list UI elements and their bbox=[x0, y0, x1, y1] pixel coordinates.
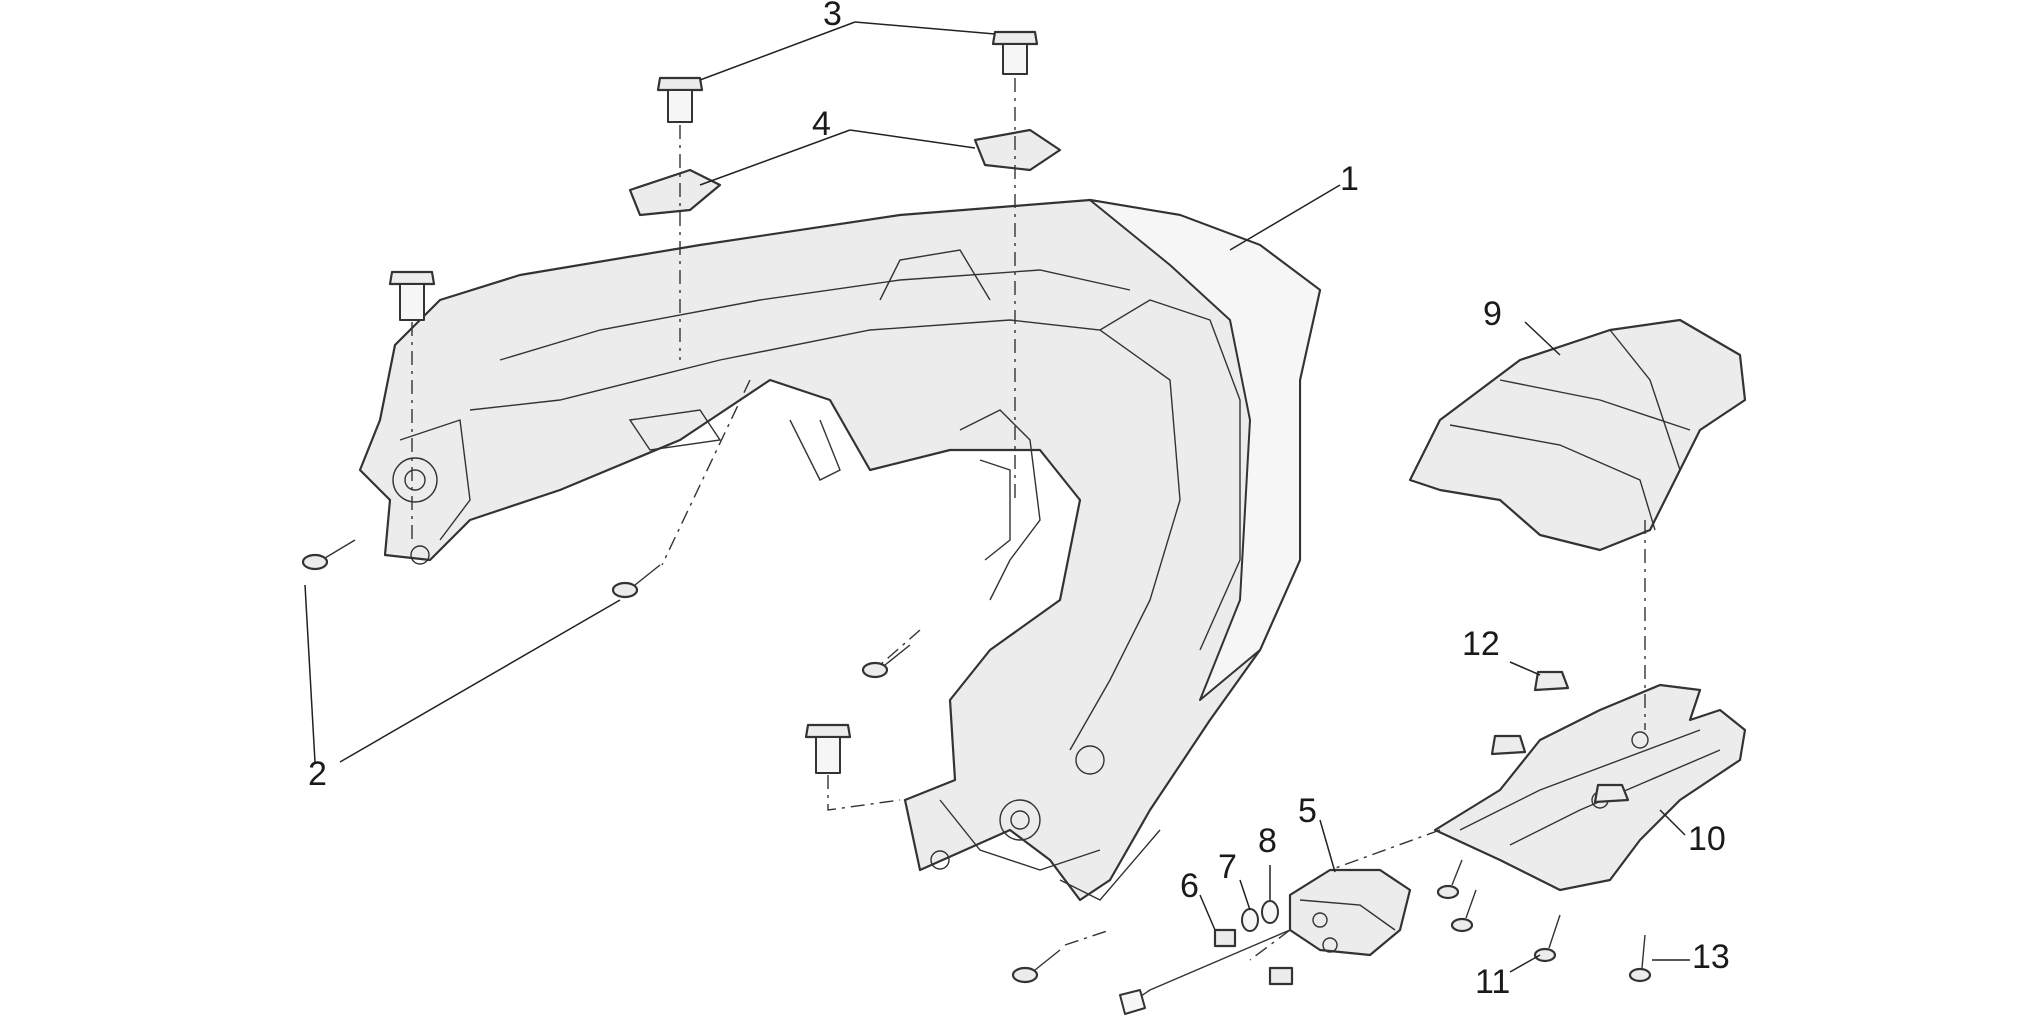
screw-13 bbox=[1628, 934, 1652, 983]
part-9-seat-pad bbox=[1408, 318, 1747, 552]
stud-screw-lower bbox=[804, 723, 852, 774]
callout-2: 2 bbox=[308, 755, 327, 793]
nut-12a bbox=[1533, 670, 1570, 692]
callout-8: 8 bbox=[1258, 822, 1277, 860]
callout-7: 7 bbox=[1218, 848, 1237, 886]
nut-12c bbox=[1593, 783, 1630, 804]
callout-13: 13 bbox=[1692, 938, 1730, 976]
assembly-center-lines bbox=[411, 78, 1646, 961]
bolt-6 bbox=[1213, 928, 1237, 948]
callout-9: 9 bbox=[1483, 295, 1502, 333]
callout-labels: 1 2 3 4 5 6 7 8 9 10 11 12 13 bbox=[308, 0, 1730, 1001]
callout-12: 12 bbox=[1462, 625, 1500, 663]
screw-11c bbox=[1533, 914, 1561, 963]
callout-4: 4 bbox=[812, 105, 831, 143]
callout-5: 5 bbox=[1298, 792, 1317, 830]
nut-12b bbox=[1490, 734, 1527, 756]
screw-mid bbox=[861, 644, 911, 679]
callout-3: 3 bbox=[823, 0, 842, 33]
leader-lines bbox=[304, 21, 1690, 973]
stud-screw-left bbox=[388, 270, 436, 321]
screw-11a bbox=[1436, 859, 1463, 900]
screw-2b bbox=[611, 564, 661, 599]
washer-8 bbox=[1261, 900, 1279, 924]
callout-10: 10 bbox=[1688, 820, 1726, 858]
screw-bottom bbox=[1011, 949, 1061, 984]
callout-6: 6 bbox=[1180, 867, 1199, 905]
clip-nut-4b bbox=[973, 128, 1062, 172]
screw-2a bbox=[301, 539, 356, 571]
screw-3b bbox=[991, 30, 1039, 75]
part-10-lower-bracket bbox=[1433, 683, 1747, 892]
part-5-cover bbox=[1119, 868, 1412, 1015]
callout-1: 1 bbox=[1340, 160, 1359, 198]
washer-7 bbox=[1241, 908, 1259, 932]
callout-11: 11 bbox=[1475, 963, 1510, 1001]
bolt-lower bbox=[1268, 966, 1294, 986]
clip-nut-4a bbox=[628, 168, 722, 217]
screw-11b bbox=[1450, 889, 1477, 933]
part-1-rear-frame bbox=[358, 198, 1322, 902]
screw-3a bbox=[656, 76, 704, 123]
